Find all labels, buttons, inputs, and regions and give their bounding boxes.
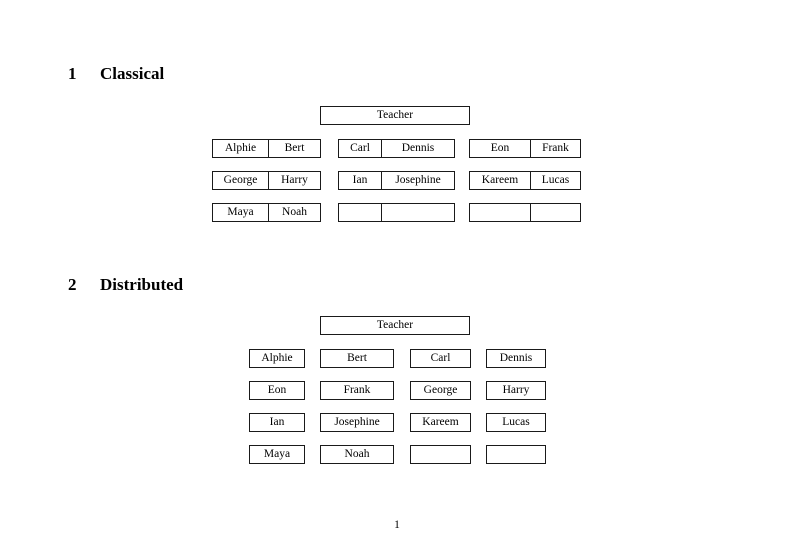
name-cell: Eon [490,142,510,154]
name-box: Eon [249,381,305,400]
name-box: Dennis [486,349,546,368]
name-box: Carl [410,349,471,368]
teacher-box-distributed: Teacher [320,316,470,335]
section-title: Classical [100,64,165,83]
pair-row: Carl Dennis [338,139,455,158]
name-cell: Kareem [481,174,519,186]
name-cell: Bert [268,140,320,157]
pair-row-empty [338,203,455,222]
name-cell-empty [381,204,454,221]
name-cell: Ian [352,174,368,186]
pair-row-empty [469,203,581,222]
name-box: Noah [320,445,394,464]
name-cell: Josephine [381,172,454,189]
name-box: Harry [486,381,546,400]
pair-row: Alphie Bert [212,139,321,158]
pair-row: Ian Josephine [338,171,455,190]
pair-row: Eon Frank [469,139,581,158]
pair-row: Kareem Lucas [469,171,581,190]
section-number: 1 [68,64,77,83]
name-box: Josephine [320,413,394,432]
section-heading-distributed: 2 Distributed [68,276,183,293]
name-cell-empty [530,204,580,221]
name-box: Alphie [249,349,305,368]
name-box: George [410,381,471,400]
name-box-empty [486,445,546,464]
name-cell: Lucas [530,172,580,189]
name-box: Lucas [486,413,546,432]
section-number: 2 [68,275,77,294]
name-box-empty [410,445,471,464]
section-heading-classical: 1 Classical [68,65,164,82]
name-box: Kareem [410,413,471,432]
name-cell: George [223,174,258,186]
name-cell: Harry [268,172,320,189]
name-box: Maya [249,445,305,464]
name-cell: Maya [227,206,254,218]
name-cell: Frank [530,140,580,157]
name-box: Ian [249,413,305,432]
name-box: Frank [320,381,394,400]
name-cell-empty [339,204,381,221]
name-cell: Carl [350,142,370,154]
pair-row: George Harry [212,171,321,190]
name-box: Bert [320,349,394,368]
page-number: 1 [394,519,400,531]
name-cell-empty [470,204,530,221]
name-cell: Dennis [381,140,454,157]
section-title: Distributed [100,275,184,294]
name-cell: Alphie [224,142,257,154]
pair-row: Maya Noah [212,203,321,222]
teacher-box-classical: Teacher [320,106,470,125]
name-cell: Noah [268,204,320,221]
